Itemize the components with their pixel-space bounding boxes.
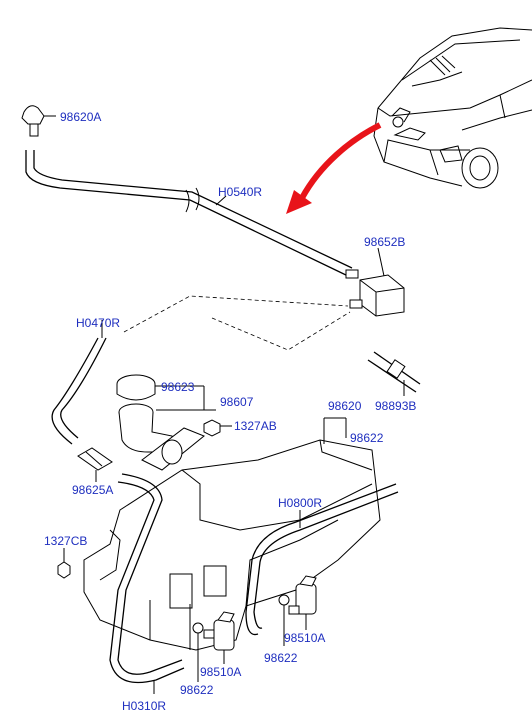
filler-neck xyxy=(118,403,205,471)
pump-right xyxy=(295,575,317,615)
label-98622-left: 98622 xyxy=(180,683,214,697)
car-illustration xyxy=(373,27,532,189)
label-98607: 98607 xyxy=(220,395,254,409)
washer-nozzle xyxy=(21,105,45,137)
label-98623: 98623 xyxy=(161,380,195,394)
label-98625A: 98625A xyxy=(72,483,113,497)
joint-connector xyxy=(345,269,405,317)
bolt-filler xyxy=(203,419,221,437)
label-98893B: 98893B xyxy=(375,399,416,413)
hose-lower xyxy=(109,473,185,684)
label-1327CB: 1327CB xyxy=(44,534,87,548)
check-valve xyxy=(367,351,421,393)
label-98620: 98620 xyxy=(328,399,362,413)
location-arrow xyxy=(286,122,382,214)
hose-left xyxy=(51,337,107,445)
grommet-right xyxy=(278,594,300,615)
label-H0540R: H0540R xyxy=(218,185,262,199)
washer-reservoir xyxy=(83,439,381,651)
label-H0310R: H0310R xyxy=(122,699,166,713)
label-1327AB: 1327AB xyxy=(234,419,277,433)
hose-right xyxy=(245,483,399,636)
label-98622-upper: 98622 xyxy=(350,431,384,445)
reservoir-cap xyxy=(116,374,156,401)
label-98652B: 98652B xyxy=(364,235,405,249)
label-98620A: 98620A xyxy=(60,110,101,124)
label-98510A-left: 98510A xyxy=(200,665,241,679)
hose-upper xyxy=(25,150,353,277)
part-labels: 98620A H0540R 98652B H0470R 98623 98607 … xyxy=(44,110,416,713)
label-98510A-right: 98510A xyxy=(284,631,325,645)
bolt-left xyxy=(57,561,71,579)
label-H0470R: H0470R xyxy=(76,316,120,330)
pump-left xyxy=(213,611,235,651)
label-98622-right: 98622 xyxy=(264,651,298,665)
label-H0800R: H0800R xyxy=(278,496,322,510)
small-connector xyxy=(77,447,113,471)
